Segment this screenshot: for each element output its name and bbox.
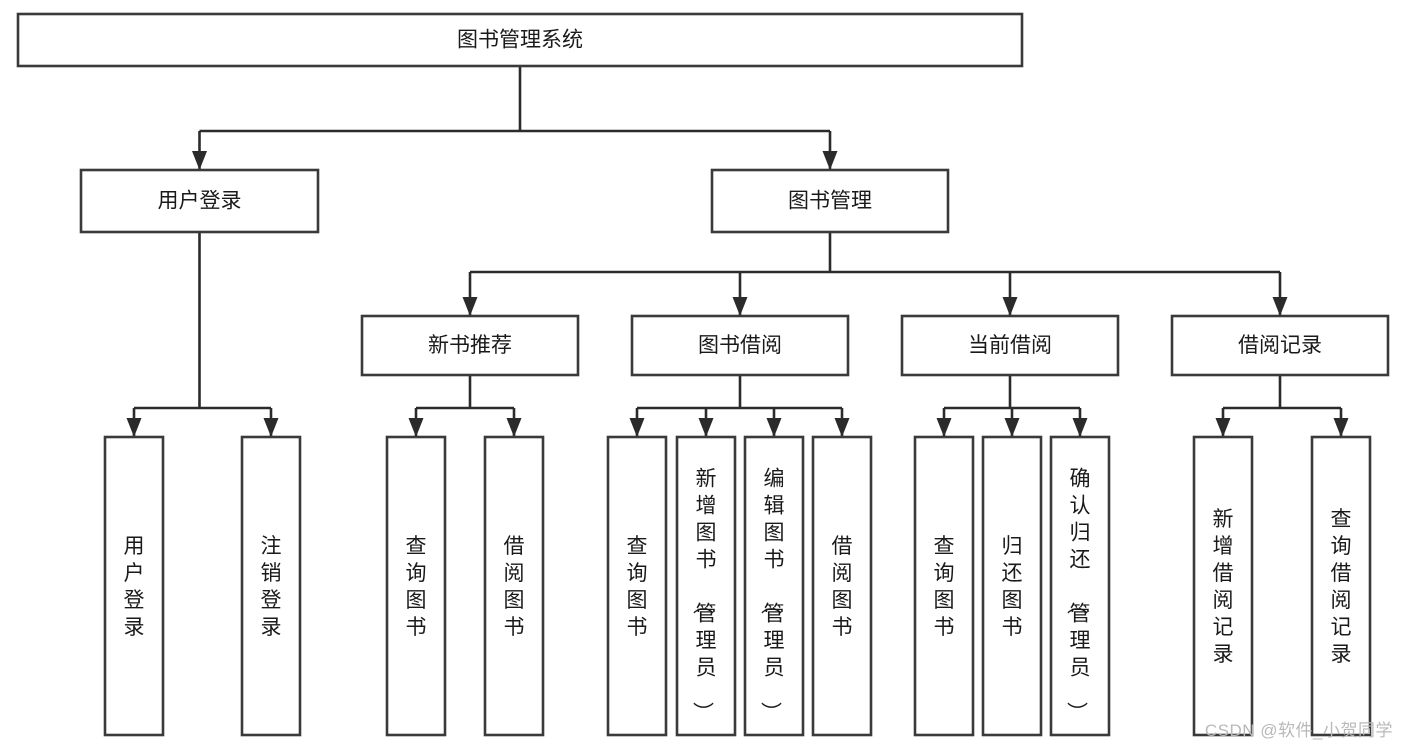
arrowhead <box>263 418 279 437</box>
arrowhead <box>126 418 142 437</box>
node-box-leaf-edit-book <box>743 435 805 737</box>
node-label-leaf-edit-book: 编辑图书（管理员） <box>759 468 785 723</box>
node-label-leaf-user-login: 用户登录 <box>124 535 145 639</box>
arrowhead <box>1272 297 1288 316</box>
node-book-borrow[interactable]: 图书借阅 <box>630 314 850 377</box>
node-book-manage[interactable]: 图书管理 <box>710 168 950 234</box>
node-label-leaf-borrow-book-rec: 借阅图书 <box>504 535 525 639</box>
node-borrow-record[interactable]: 借阅记录 <box>1170 314 1390 377</box>
node-label-book-manage: 图书管理 <box>788 190 872 213</box>
arrowhead <box>1333 418 1349 437</box>
node-label-leaf-confirm-return: 确认归还（管理员） <box>1065 468 1091 723</box>
node-label-book-borrow: 图书借阅 <box>698 334 782 357</box>
arrowhead <box>629 418 645 437</box>
node-label-leaf-logout: 注销登录 <box>261 535 282 639</box>
node-leaf-logout[interactable]: 注销登录 <box>240 435 302 737</box>
arrowhead <box>766 418 782 437</box>
arrowhead <box>192 151 207 170</box>
arrowhead <box>936 418 952 437</box>
node-leaf-user-login[interactable]: 用户登录 <box>103 435 165 737</box>
node-label-leaf-add-book: 新增图书（管理员） <box>691 468 717 723</box>
arrowhead <box>732 297 748 316</box>
node-leaf-add-book[interactable]: 新增图书（管理员） <box>675 435 737 737</box>
node-new-book-rec[interactable]: 新书推荐 <box>360 314 580 377</box>
node-label-leaf-query-record: 查询借阅记录 <box>1331 508 1352 666</box>
connector-layer <box>126 66 1349 437</box>
node-box-leaf-confirm-return <box>1049 435 1111 737</box>
node-user-login[interactable]: 用户登录 <box>79 168 320 234</box>
node-layer: 图书管理系统用户登录图书管理新书推荐图书借阅当前借阅借阅记录用户登录注销登录查询… <box>16 12 1390 737</box>
arrowhead <box>822 151 838 170</box>
node-label-user-login: 用户登录 <box>158 190 242 213</box>
node-leaf-borrow-book[interactable]: 借阅图书 <box>811 435 873 737</box>
node-leaf-edit-book[interactable]: 编辑图书（管理员） <box>743 435 805 737</box>
node-leaf-borrow-book-rec[interactable]: 借阅图书 <box>483 435 545 737</box>
node-leaf-query-book-rec[interactable]: 查询图书 <box>385 435 447 737</box>
node-label-leaf-return-book: 归还图书 <box>1002 535 1023 639</box>
node-label-root: 图书管理系统 <box>457 29 583 52</box>
node-box-leaf-query-book <box>606 435 668 737</box>
node-label-leaf-add-record: 新增借阅记录 <box>1213 508 1234 666</box>
arrowhead <box>462 297 478 316</box>
node-box-leaf-query-record <box>1310 435 1372 737</box>
arrowhead <box>1072 418 1088 437</box>
node-box-root <box>16 12 1024 68</box>
csdn-watermark: CSDN @软件_小贺同学 <box>1204 721 1393 740</box>
arrowhead <box>1002 297 1018 316</box>
node-label-borrow-record: 借阅记录 <box>1238 334 1322 357</box>
node-box-book-manage <box>710 168 950 234</box>
node-leaf-return-book[interactable]: 归还图书 <box>981 435 1043 737</box>
node-leaf-query-book-cur[interactable]: 查询图书 <box>913 435 975 737</box>
node-label-leaf-query-book: 查询图书 <box>627 535 648 639</box>
arrowhead <box>1215 418 1231 437</box>
node-box-leaf-add-book <box>675 435 737 737</box>
node-current-borrow[interactable]: 当前借阅 <box>900 314 1120 377</box>
node-box-leaf-borrow-book-rec <box>483 435 545 737</box>
node-box-user-login <box>79 168 320 234</box>
node-box-book-borrow <box>630 314 850 377</box>
node-leaf-query-book[interactable]: 查询图书 <box>606 435 668 737</box>
node-box-leaf-add-record <box>1192 435 1254 737</box>
node-box-leaf-borrow-book <box>811 435 873 737</box>
node-box-leaf-query-book-rec <box>385 435 447 737</box>
node-box-leaf-user-login <box>103 435 165 737</box>
node-leaf-add-record[interactable]: 新增借阅记录 <box>1192 435 1254 737</box>
node-box-leaf-return-book <box>981 435 1043 737</box>
node-label-leaf-query-book-cur: 查询图书 <box>934 535 955 639</box>
node-box-leaf-query-book-cur <box>913 435 975 737</box>
arrowhead <box>834 418 850 437</box>
node-box-leaf-logout <box>240 435 302 737</box>
node-box-borrow-record <box>1170 314 1390 377</box>
arrowhead <box>698 418 714 437</box>
arrowhead <box>506 418 522 437</box>
node-box-new-book-rec <box>360 314 580 377</box>
arrowhead <box>1004 418 1020 437</box>
node-label-current-borrow: 当前借阅 <box>968 334 1052 357</box>
node-root[interactable]: 图书管理系统 <box>16 12 1024 68</box>
node-leaf-query-record[interactable]: 查询借阅记录 <box>1310 435 1372 737</box>
node-box-current-borrow <box>900 314 1120 377</box>
node-label-leaf-borrow-book: 借阅图书 <box>832 535 853 639</box>
arrowhead <box>408 418 424 437</box>
node-label-leaf-query-book-rec: 查询图书 <box>406 535 427 639</box>
node-label-new-book-rec: 新书推荐 <box>428 334 512 357</box>
node-leaf-confirm-return[interactable]: 确认归还（管理员） <box>1049 435 1111 737</box>
